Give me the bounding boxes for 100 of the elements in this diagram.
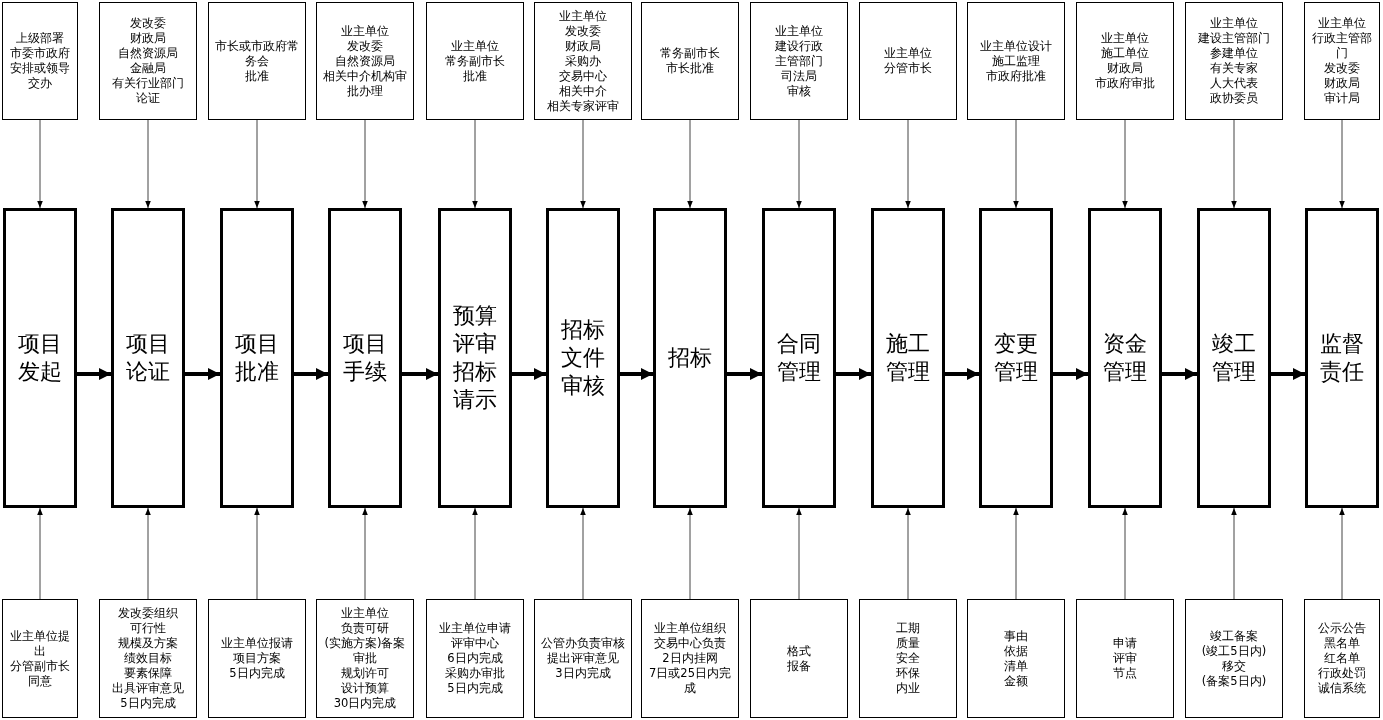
stage-box xyxy=(1197,208,1271,508)
box-text: 2日内挂网 xyxy=(662,651,718,666)
box-text: 主管部门 xyxy=(775,53,823,69)
stage-box xyxy=(1088,208,1162,508)
arrow xyxy=(687,119,693,209)
box-text: 金额 xyxy=(1004,673,1028,689)
box-text: 财政局 xyxy=(1107,61,1143,76)
box-text: 5日内完成 xyxy=(120,696,176,711)
box-text: 批准 xyxy=(463,68,487,84)
requirement-box xyxy=(426,599,524,718)
box-text: 安全 xyxy=(896,651,920,666)
stage-box xyxy=(762,208,836,508)
agency-box xyxy=(1185,2,1283,120)
arrow xyxy=(145,507,151,600)
box-text: 清单 xyxy=(1004,658,1028,674)
box-text: 7日或25日内完成 xyxy=(648,666,732,696)
box-text: 市委市政府 xyxy=(10,46,70,61)
box-text: 公管办负责审核 xyxy=(541,636,625,651)
requirement-box xyxy=(967,599,1065,718)
box-text: 业主单位设计 xyxy=(980,38,1052,54)
requirement-box xyxy=(208,599,306,718)
agency-box xyxy=(1076,2,1174,120)
arrow xyxy=(1231,119,1237,209)
box-text: 建设主管部门 xyxy=(1198,31,1270,46)
box-text: 施工监理 xyxy=(992,53,1040,69)
box-text: 负责可研 xyxy=(341,621,389,636)
arrow xyxy=(945,368,979,380)
stage-label: 项目手续 xyxy=(342,330,388,386)
requirement-box xyxy=(316,599,414,718)
box-text: (竣工5日内) xyxy=(1201,643,1267,659)
box-text: 行政处罚 xyxy=(1318,666,1366,681)
box-text: 市政府审批 xyxy=(1095,76,1155,91)
agency-box xyxy=(316,2,414,120)
box-text: (备案5日内) xyxy=(1201,673,1267,689)
box-text: 业主单位报请 xyxy=(221,636,293,651)
box-text: 黑名单 xyxy=(1324,636,1360,651)
agency-box xyxy=(1304,2,1380,120)
box-text: 评审中心 xyxy=(451,636,499,651)
agency-box xyxy=(641,2,739,120)
arrow xyxy=(402,368,438,380)
box-text: 业主单位组织 xyxy=(654,621,726,636)
box-text: 设计预算 xyxy=(341,681,389,696)
stage-label: 竣工管理 xyxy=(1211,330,1257,386)
box-text: 评审 xyxy=(1113,651,1137,666)
arrow xyxy=(77,368,111,380)
box-text: 同意 xyxy=(28,673,52,689)
arrow xyxy=(1339,507,1345,600)
box-text: 常务副市长 xyxy=(445,53,505,69)
arrow xyxy=(580,507,586,600)
box-text: 业主单位 xyxy=(1318,16,1366,31)
arrow xyxy=(727,368,762,380)
agency-box xyxy=(967,2,1065,120)
arrow xyxy=(796,119,802,209)
arrow xyxy=(254,507,260,600)
box-text: 常务副市长 xyxy=(660,46,720,61)
arrow xyxy=(836,368,871,380)
box-text: 发改委 xyxy=(565,23,601,39)
box-text: 安排或领导交办 xyxy=(9,61,71,91)
agency-box xyxy=(2,2,78,120)
arrow xyxy=(512,368,546,380)
arrow xyxy=(1013,507,1019,600)
requirement-box xyxy=(1185,599,1283,718)
stage-box xyxy=(111,208,185,508)
stage-label: 施工管理 xyxy=(885,330,931,386)
arrow xyxy=(905,119,911,209)
box-text: 发改委 xyxy=(130,16,166,31)
box-text: 3日内完成 xyxy=(555,666,611,681)
box-text: 业主单位 xyxy=(775,23,823,39)
box-text: 相关中介机构审批办理 xyxy=(322,68,408,99)
box-text: 发改委组织 xyxy=(118,606,178,621)
box-text: 环保 xyxy=(896,666,920,681)
arrow xyxy=(362,507,368,600)
box-text: 规划许可 xyxy=(341,666,389,681)
box-text: 审核 xyxy=(787,83,811,99)
box-text: 节点 xyxy=(1113,666,1137,681)
stage-box xyxy=(653,208,727,508)
box-text: 可行性 xyxy=(130,621,166,636)
box-text: 业主单位 xyxy=(1210,16,1258,31)
box-text: 市长或市政府常务会 xyxy=(214,38,300,69)
stage-box xyxy=(979,208,1053,508)
box-text: 申请 xyxy=(1113,636,1137,651)
box-text: 规模及方案 xyxy=(118,636,178,651)
stage-label: 招标文件审核 xyxy=(560,316,606,400)
box-text: 有关行业部门 xyxy=(112,76,184,91)
box-text: 金融局 xyxy=(130,61,166,76)
box-text: 施工单位 xyxy=(1101,46,1149,61)
arrow xyxy=(620,368,653,380)
stage-label: 合同管理 xyxy=(776,330,822,386)
stage-label: 项目论证 xyxy=(125,330,171,386)
arrow xyxy=(185,368,220,380)
box-text: 6日内完成 xyxy=(447,651,503,666)
stage-label: 项目批准 xyxy=(234,330,280,386)
arrow xyxy=(362,119,368,209)
box-text: 财政局 xyxy=(565,38,601,54)
box-text: 财政局 xyxy=(130,31,166,46)
box-text: 事由 xyxy=(1004,628,1028,644)
box-text: 移交 xyxy=(1222,658,1246,674)
box-text: 政协委员 xyxy=(1210,91,1258,106)
arrow xyxy=(1339,119,1345,209)
box-text: 有关专家 xyxy=(1210,61,1258,76)
